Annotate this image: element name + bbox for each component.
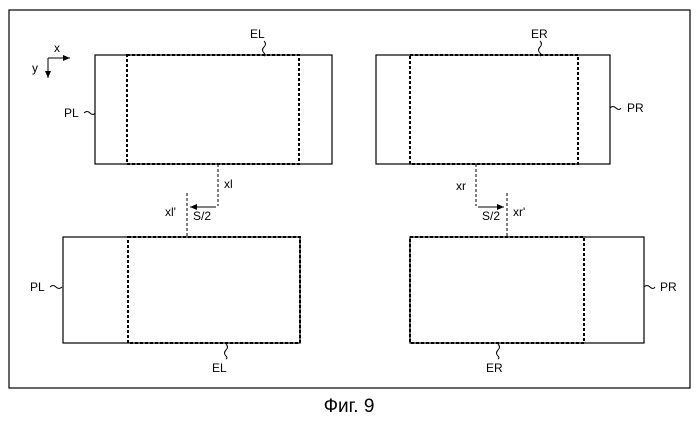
figure-caption: Фиг. 9	[324, 396, 375, 417]
y-axis-label: y	[32, 61, 38, 75]
bottom-right-panel: ER PR	[410, 237, 677, 375]
axis-indicator: x y	[32, 41, 70, 78]
frame-er-top-label: ER	[531, 27, 548, 41]
xr-prime-label: xr'	[513, 205, 525, 219]
panel-pr-bottom-label: PR	[660, 280, 677, 294]
panel-pl-top	[95, 55, 332, 164]
xl-prime-label: xl'	[165, 205, 176, 219]
shift-left-indicator: xl xl' S/2	[165, 164, 233, 237]
bottom-left-panel: EL PL	[30, 237, 300, 375]
panel-pr-top	[376, 55, 610, 164]
panel-pr-top-label: PR	[627, 101, 644, 115]
panel-pl-bottom-label: PL	[30, 280, 45, 294]
frame-el-top-label: EL	[250, 27, 265, 41]
top-right-panel: ER PR	[376, 27, 644, 164]
xr-label: xr	[456, 179, 466, 193]
panel-pl-top-label: PL	[64, 106, 79, 120]
top-left-panel: EL PL	[64, 27, 332, 164]
xl-label: xl	[224, 177, 233, 191]
shift-left-amount: S/2	[193, 209, 211, 223]
panel-pl-bottom	[63, 237, 300, 343]
frame-er-bottom-label: ER	[486, 361, 503, 375]
shift-right-amount: S/2	[482, 209, 500, 223]
x-axis-label: x	[54, 41, 60, 55]
frame-el-bottom-label: EL	[212, 361, 227, 375]
panel-pr-bottom	[410, 237, 644, 343]
shift-right-indicator: xr xr' S/2	[456, 164, 525, 237]
